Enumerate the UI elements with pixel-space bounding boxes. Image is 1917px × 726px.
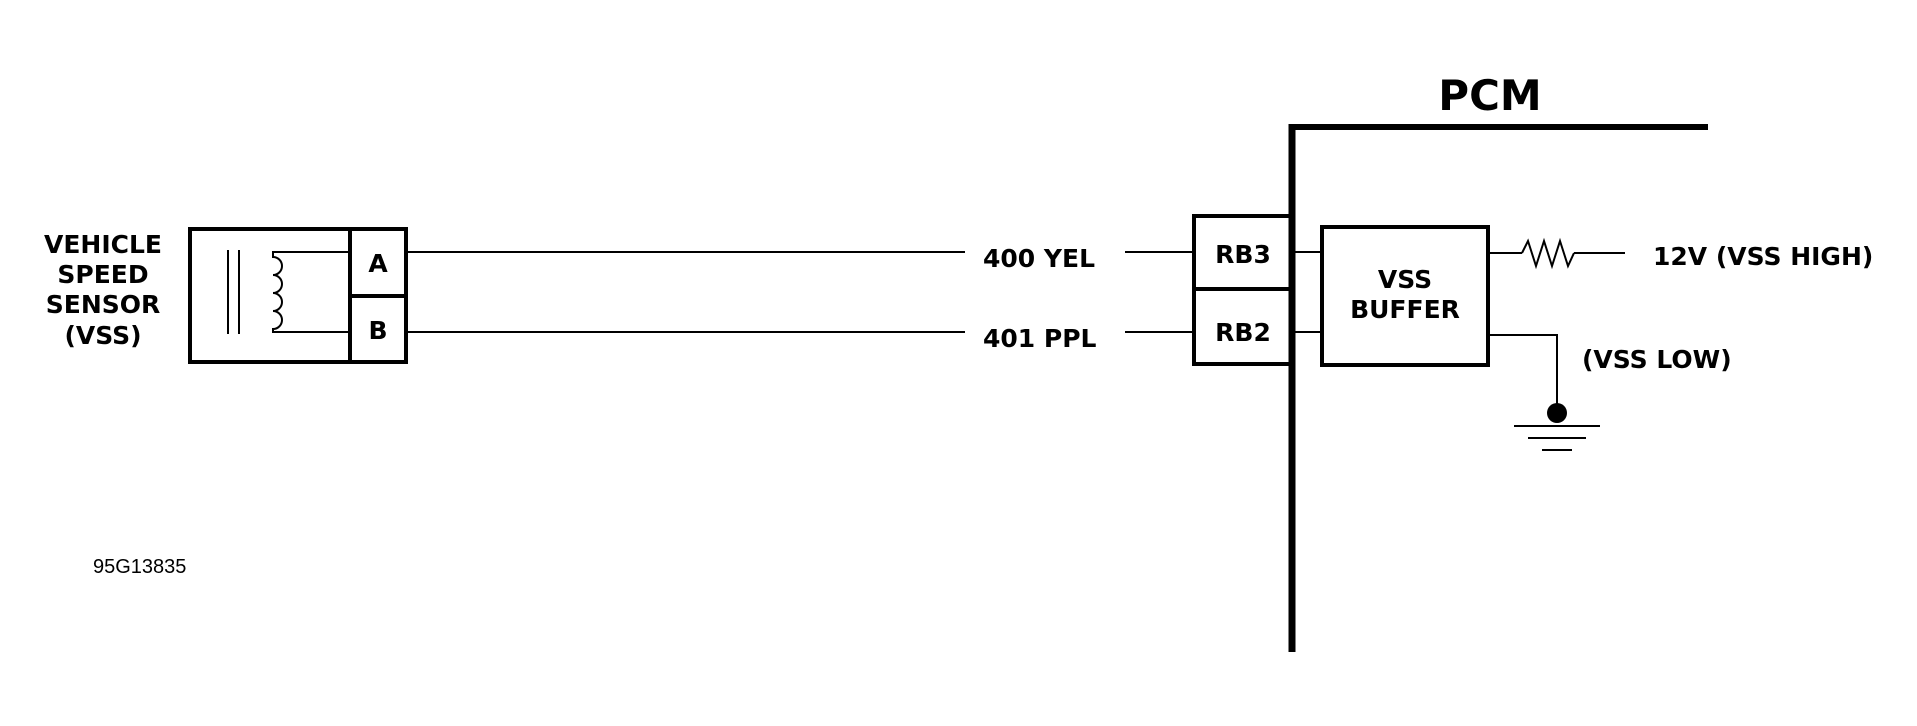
vss-buffer-label-line-2: BUFFER xyxy=(1350,295,1460,324)
pcm-module: PCM RB3 RB2 VSS BUFFER 12V (VSS HIGH) (V… xyxy=(1192,71,1873,652)
sensor-pin-b-label: B xyxy=(368,316,387,345)
vss-low-label: (VSS LOW) xyxy=(1582,345,1732,374)
terminal-rb2-box xyxy=(1192,287,1294,366)
sensor-label-line-4: (VSS) xyxy=(64,321,141,350)
sensor-pin-b-box xyxy=(348,294,408,364)
sensor-body xyxy=(188,227,352,364)
sensor-coil-icon xyxy=(272,251,350,333)
vss-buffer-box xyxy=(1320,225,1490,367)
terminal-rb3-label: RB3 xyxy=(1215,240,1271,269)
circuit-a-label: 400 YEL xyxy=(983,244,1095,273)
vss-buffer-label-line-1: VSS xyxy=(1378,265,1432,294)
sensor-label-line-1: VEHICLE xyxy=(44,230,162,259)
sensor-label-line-3: SENSOR xyxy=(46,290,161,319)
resistor-icon xyxy=(1521,237,1575,270)
harness-wires: 400 YEL 401 PPL xyxy=(406,244,1194,353)
terminal-rb2-label: RB2 xyxy=(1215,318,1271,347)
pcm-title: PCM xyxy=(1438,71,1541,120)
vehicle-speed-sensor: VEHICLE SPEED SENSOR (VSS) A B xyxy=(44,227,408,364)
vss-high-label: 12V (VSS HIGH) xyxy=(1653,242,1873,271)
sensor-pin-a-label: A xyxy=(368,249,388,278)
ground-node-dot xyxy=(1547,403,1567,423)
figure-reference-id: 95G13835 xyxy=(93,556,186,578)
ground-wire xyxy=(1488,334,1558,408)
circuit-b-label: 401 PPL xyxy=(983,324,1097,353)
sensor-label-line-2: SPEED xyxy=(57,260,148,289)
